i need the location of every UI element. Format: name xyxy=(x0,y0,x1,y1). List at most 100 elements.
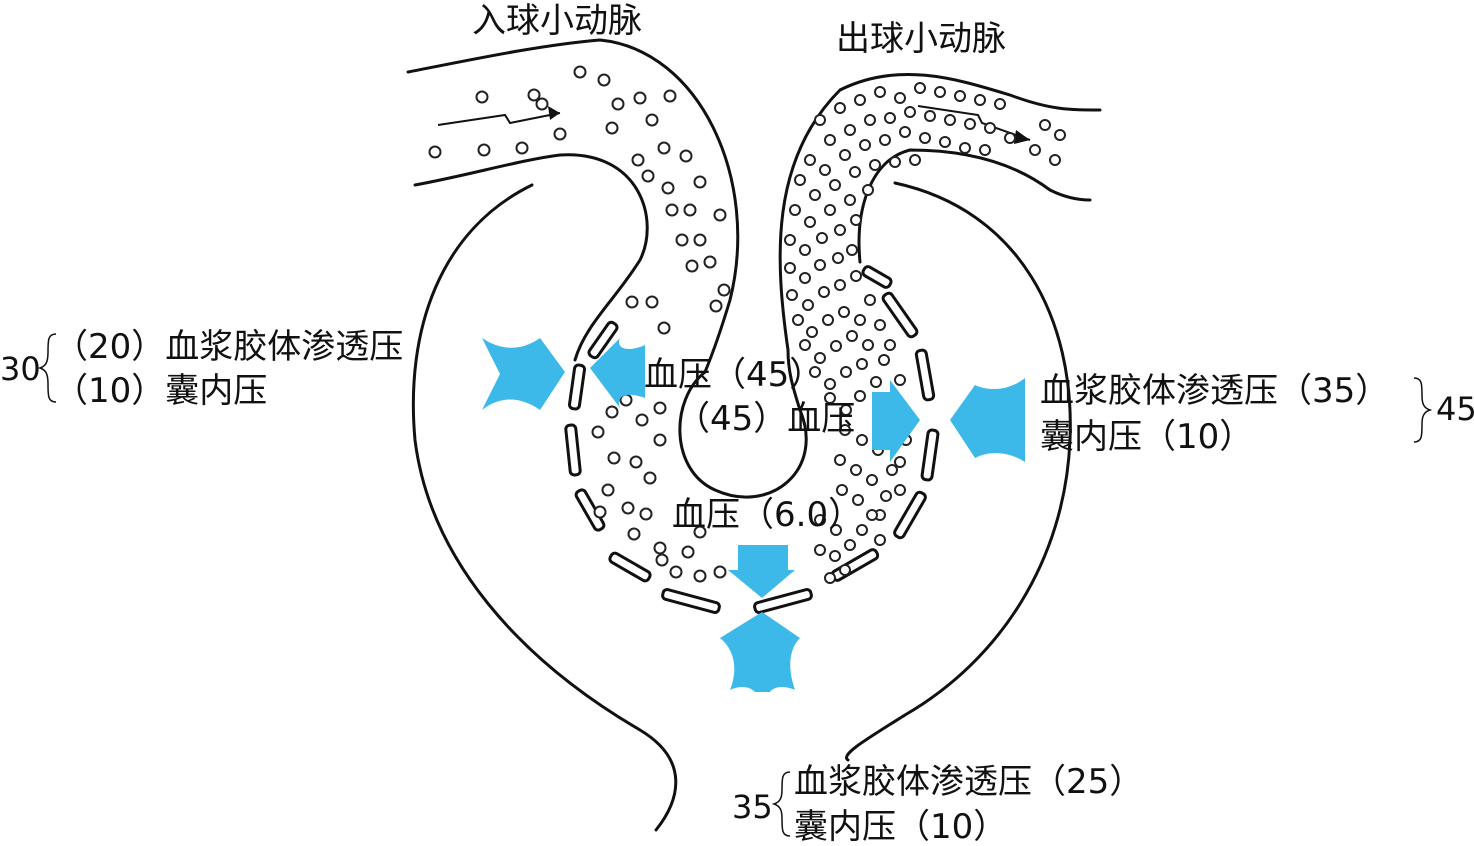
capillary-inner-loop xyxy=(678,348,808,499)
flow-arrow-efferent xyxy=(917,105,1031,144)
blood-cell xyxy=(809,189,821,201)
blood-cell xyxy=(681,545,695,559)
blood-cell xyxy=(894,484,906,496)
blood-cells-afferent xyxy=(428,65,731,583)
blood-cell xyxy=(621,501,635,515)
bottom-brace xyxy=(771,771,791,837)
blood-cell xyxy=(839,564,851,576)
blood-cell xyxy=(713,565,727,579)
blood-cell xyxy=(854,314,866,326)
blood-cell xyxy=(799,339,811,351)
pressure-arrow-left-inner xyxy=(590,338,645,408)
blood-cell xyxy=(850,270,862,282)
bottom-line-colloid: 血浆胶体渗透压（25） xyxy=(794,762,1143,802)
left-total: 30 xyxy=(0,350,41,388)
blood-cell xyxy=(894,92,906,104)
blood-cell xyxy=(669,565,683,579)
blood-cell xyxy=(607,451,621,465)
blood-cell xyxy=(601,483,615,497)
blood-cell xyxy=(994,98,1006,110)
blood-cell xyxy=(1029,144,1041,156)
blood-cell xyxy=(904,106,916,118)
blood-cell xyxy=(964,118,976,130)
blood-cell xyxy=(804,154,816,166)
efferent-arteriole xyxy=(778,72,1102,352)
blood-cell xyxy=(824,378,836,390)
blood-cell xyxy=(954,90,966,102)
left-line-capsule: （10）囊内压 xyxy=(54,371,267,411)
blood-cell xyxy=(661,181,675,195)
blood-cell xyxy=(693,525,707,539)
blood-cell xyxy=(846,244,858,256)
blood-cell xyxy=(824,134,836,146)
blood-cell xyxy=(814,114,826,126)
blood-cell xyxy=(879,134,891,146)
flow-arrow-afferent xyxy=(437,106,561,126)
blood-cell xyxy=(633,91,647,105)
afferent-arteriole-label: 入球小动脉 xyxy=(472,1,642,41)
blood-cell xyxy=(839,149,851,161)
blood-cell xyxy=(605,121,619,135)
blood-cell xyxy=(631,153,645,167)
blood-cell xyxy=(713,208,727,222)
blood-cell xyxy=(685,259,699,273)
blood-cell xyxy=(874,86,886,98)
blood-cell xyxy=(703,255,717,269)
blood-cell xyxy=(709,299,723,313)
pressure-arrow-right-outer xyxy=(950,378,1025,462)
blood-cell xyxy=(974,94,986,106)
blood-cell xyxy=(886,464,898,476)
blood-cell xyxy=(629,455,643,469)
blood-cells-efferent xyxy=(784,82,1066,584)
blood-cell xyxy=(829,550,841,562)
blood-cell xyxy=(854,94,866,106)
blood-cell xyxy=(824,204,836,216)
glomerular-membrane xyxy=(564,265,940,614)
blood-cell xyxy=(834,454,846,466)
bp-bottom-label: 血压（6.0） xyxy=(672,495,862,535)
blood-cell xyxy=(839,424,851,436)
blood-cell xyxy=(655,553,669,567)
blood-cell xyxy=(643,471,657,485)
blood-cell xyxy=(573,65,587,79)
blood-cell xyxy=(824,392,836,404)
blood-cell xyxy=(874,534,886,546)
blood-cell xyxy=(894,374,906,386)
blood-cell xyxy=(527,88,541,102)
pressure-arrow-right-inner xyxy=(872,380,920,462)
blood-cell xyxy=(792,314,804,326)
blood-cell xyxy=(799,244,811,256)
blood-cell xyxy=(814,259,826,271)
blood-cell xyxy=(814,352,826,364)
blood-cell xyxy=(679,149,693,163)
blood-cell xyxy=(1039,119,1051,131)
blood-cell xyxy=(846,330,858,342)
blood-cell xyxy=(789,204,801,216)
blood-cell xyxy=(869,159,881,171)
blood-cell xyxy=(657,321,671,335)
blood-cell xyxy=(816,232,828,244)
blood-cell xyxy=(864,114,876,126)
blood-cell xyxy=(1004,132,1016,144)
blood-cell xyxy=(852,494,864,506)
blood-cell xyxy=(683,203,697,217)
blood-cell xyxy=(804,216,816,228)
blood-cell xyxy=(880,490,892,502)
blood-cell xyxy=(934,86,946,98)
blood-cell xyxy=(939,136,951,148)
blood-cell xyxy=(850,464,862,476)
blood-cell xyxy=(870,376,882,388)
efferent-arteriole-label: 出球小动脉 xyxy=(836,19,1006,59)
blood-cell xyxy=(944,114,956,126)
blood-cell xyxy=(665,203,679,217)
blood-cell xyxy=(844,194,856,206)
blood-cell xyxy=(515,141,529,155)
blood-cell xyxy=(862,184,874,196)
blood-cell xyxy=(874,319,886,331)
afferent-arteriole xyxy=(406,38,740,374)
blood-cell xyxy=(675,233,689,247)
blood-cell xyxy=(862,339,874,351)
blood-cell xyxy=(878,354,890,366)
bp-top-label: 血压（45） xyxy=(644,355,823,395)
